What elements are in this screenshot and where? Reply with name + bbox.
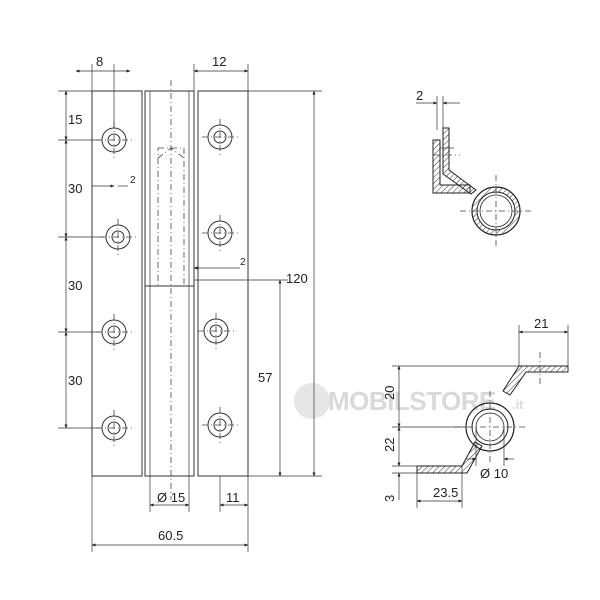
dim-right-bottom: 11 — [226, 490, 240, 505]
dim-total-height: 120 — [286, 271, 308, 286]
dim-side-base-width: 23.5 — [433, 485, 458, 500]
front-view: 8 12 15 30 30 30 2 2 120 57 — [58, 54, 322, 552]
knuckle — [144, 90, 195, 477]
side-section-view: 21 20 22 3 23.5 Ø 10 — [382, 316, 569, 508]
screw-hole-icon — [96, 314, 132, 350]
screw-hole-icon — [202, 215, 238, 251]
right-leaf — [197, 90, 249, 477]
dim-top-thickness: 2 — [416, 88, 423, 103]
screw-hole-icon — [96, 410, 132, 446]
dim-total-width: 60.5 — [158, 528, 183, 543]
watermark: MOBILSTORE .it — [294, 383, 524, 419]
top-section-view: 2 — [416, 88, 534, 247]
screw-hole-icon — [100, 219, 136, 255]
screw-hole-icon — [202, 119, 238, 155]
dim-small-offset-right: 2 — [240, 257, 246, 268]
dim-small-offset-left: 2 — [130, 175, 136, 186]
dim-side-thickness: 3 — [382, 495, 397, 502]
side-profile-upper-arm — [502, 365, 569, 396]
dim-width-top-right: 12 — [212, 54, 226, 69]
dim-pin-diameter: Ø 15 — [157, 490, 185, 505]
dim-side-width: 21 — [534, 316, 548, 331]
dim-lower-height: 57 — [258, 370, 272, 385]
top-profile-leaf-right — [442, 127, 477, 195]
left-holes — [96, 122, 136, 446]
dim-spacing-1: 30 — [68, 181, 82, 196]
screw-hole-icon — [96, 122, 132, 158]
watermark-suffix: .it — [512, 397, 524, 412]
watermark-logo-icon — [294, 383, 330, 419]
side-profile-lower-arm — [416, 441, 483, 474]
dim-side-pin-diameter: Ø 10 — [480, 466, 508, 481]
screw-hole-icon — [198, 313, 234, 349]
screw-hole-icon — [202, 407, 238, 443]
dim-width-top-left: 8 — [96, 54, 103, 69]
top-profile-leaf-left — [432, 139, 471, 194]
dim-side-height-upper: 20 — [382, 386, 397, 400]
watermark-text: MOBILSTORE — [328, 386, 496, 416]
left-leaf — [91, 90, 143, 477]
dim-spacing-3: 30 — [68, 373, 82, 388]
right-holes — [198, 119, 238, 443]
dim-spacing-2: 30 — [68, 278, 82, 293]
dim-spacing-top: 15 — [68, 112, 82, 127]
dim-side-height-lower: 22 — [382, 438, 397, 452]
